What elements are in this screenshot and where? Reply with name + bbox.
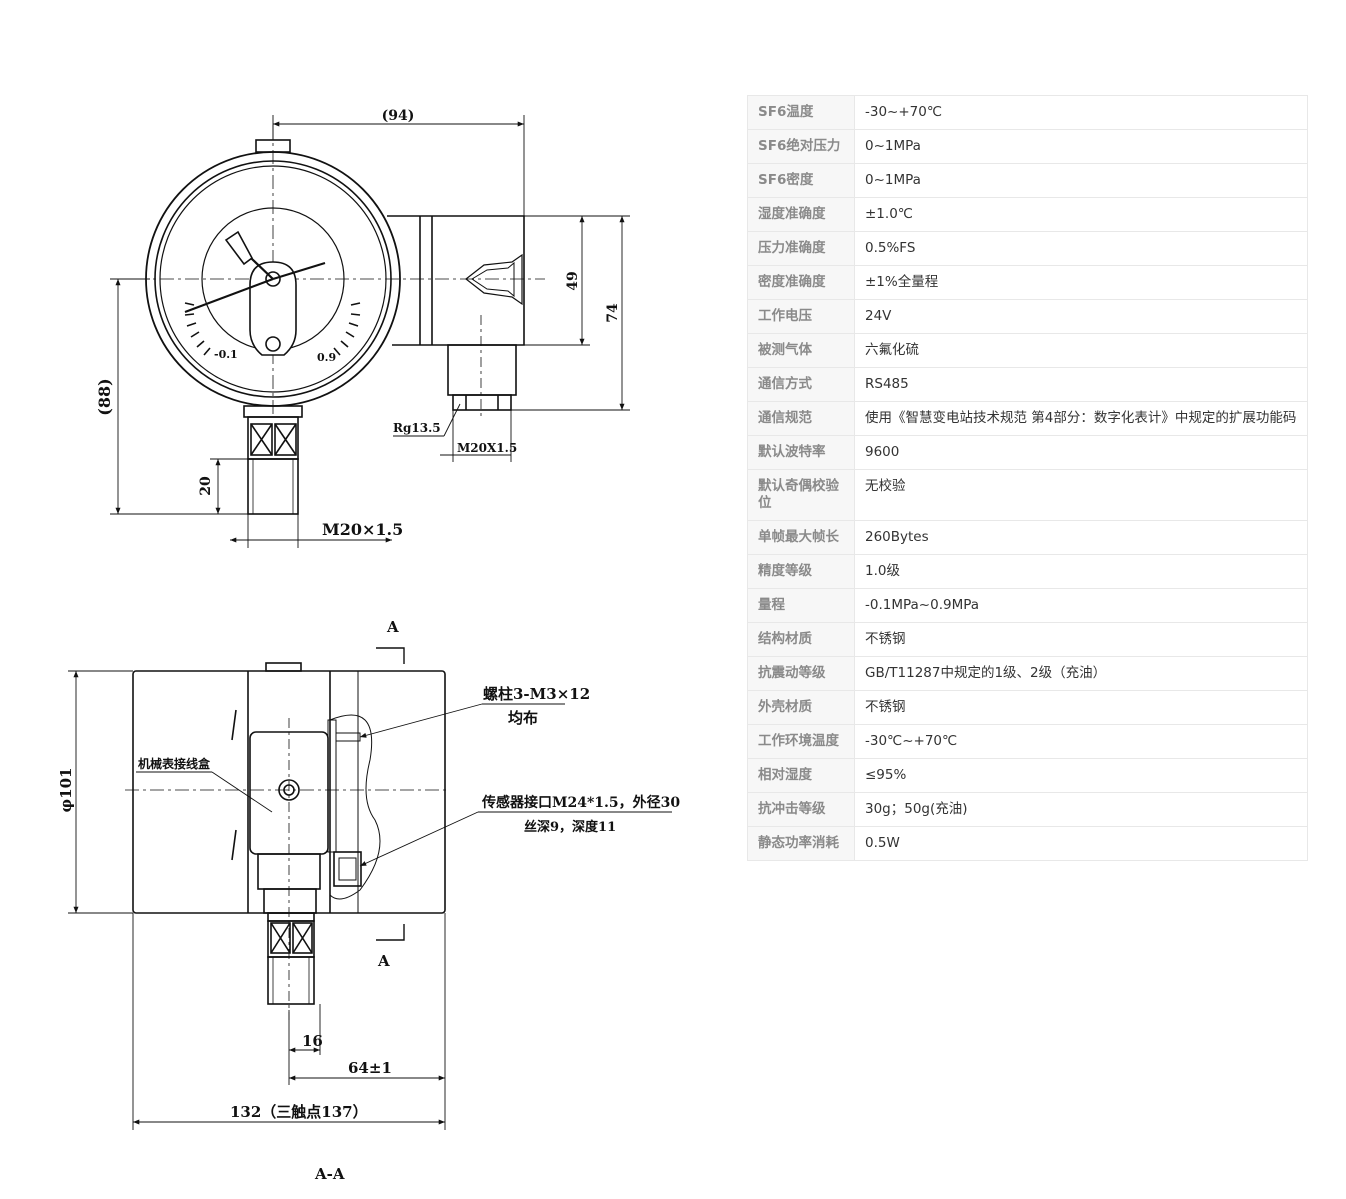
- spec-key: SF6温度: [747, 95, 855, 130]
- spec-value: -0.1MPa~0.9MPa: [854, 588, 1308, 623]
- label-rg13-5: Rg13.5: [393, 421, 441, 435]
- spec-value: 9600: [854, 435, 1308, 470]
- spec-row: SF6温度-30~+70℃: [747, 95, 1308, 130]
- spec-value: 不锈钢: [854, 622, 1308, 657]
- spec-value: -30~+70℃: [854, 95, 1308, 130]
- spec-value: 0~1MPa: [854, 129, 1308, 164]
- spec-value: 无校验: [854, 469, 1308, 521]
- gauge-side-view: [125, 647, 450, 1020]
- scale-min-label: -0.1: [214, 348, 238, 361]
- gauge-front-view: [110, 125, 545, 515]
- spec-key: 抗冲击等级: [747, 792, 855, 827]
- dim-49: 49: [565, 271, 581, 290]
- label-thread-depth: 丝深9，深度11: [524, 819, 616, 835]
- spec-value: ≤95%: [854, 758, 1308, 793]
- spec-key: 工作电压: [747, 299, 855, 334]
- side-dimensions: [68, 670, 672, 1130]
- spec-key: 默认奇偶校验位: [747, 469, 855, 521]
- label-stud-evenly: 均布: [508, 709, 538, 727]
- scale-ticks: [184, 302, 361, 356]
- dim-64: 64±1: [348, 1059, 392, 1077]
- spec-value: 六氟化硫: [854, 333, 1308, 368]
- dim-88: (88): [95, 378, 114, 415]
- dim-74: 74: [605, 303, 621, 323]
- spec-value: ±1.0℃: [854, 197, 1308, 232]
- spec-key: 相对湿度: [747, 758, 855, 793]
- dim-94: (94): [382, 108, 415, 124]
- label-m20x1-5-small: M20X1.5: [457, 441, 517, 455]
- spec-value: 不锈钢: [854, 690, 1308, 725]
- spec-value: 0.5%FS: [854, 231, 1308, 266]
- spec-key: 被测气体: [747, 333, 855, 368]
- spec-row: 默认奇偶校验位无校验: [747, 469, 1308, 521]
- spec-value: RS485: [854, 367, 1308, 402]
- spec-row: 被测气体六氟化硫: [747, 333, 1308, 368]
- spec-key: 通信方式: [747, 367, 855, 402]
- spec-row: 湿度准确度±1.0℃: [747, 197, 1308, 232]
- spec-key: SF6绝对压力: [747, 129, 855, 164]
- side-dimension-labels: A A φ101 螺柱3-M3×12 均布 机械表接线盒 传感器接口M24*1.…: [57, 618, 680, 1183]
- spec-row: 密度准确度±1%全量程: [747, 265, 1308, 300]
- spec-key: 抗震动等级: [747, 656, 855, 691]
- spec-key: 结构材质: [747, 622, 855, 657]
- technical-drawing: (94) (88) 49 74 20 Rg13.5 M20X1.5 M20×1.…: [57, 108, 680, 1183]
- dim-16: 16: [302, 1032, 323, 1050]
- spec-row: 结构材质不锈钢: [747, 622, 1308, 657]
- spec-value: 24V: [854, 299, 1308, 334]
- spec-value: 使用《智慧变电站技术规范 第4部分：数字化表计》中规定的扩展功能码: [854, 401, 1308, 436]
- spec-key: 默认波特率: [747, 435, 855, 470]
- spec-key: 单帧最大帧长: [747, 520, 855, 555]
- label-m20x1-5: M20×1.5: [322, 520, 403, 539]
- scale-max-label: 0.9: [317, 351, 336, 364]
- spec-key: 外壳材质: [747, 690, 855, 725]
- spec-key: SF6密度: [747, 163, 855, 198]
- label-stud: 螺柱3-M3×12: [483, 685, 590, 703]
- spec-key: 压力准确度: [747, 231, 855, 266]
- section-a-top: A: [386, 618, 399, 636]
- bottom-section-mark: A-A: [314, 1165, 345, 1183]
- spec-key: 精度等级: [747, 554, 855, 589]
- spec-key: 量程: [747, 588, 855, 623]
- spec-value: GB/T11287中规定的1级、2级（充油）: [854, 656, 1308, 691]
- label-sensor-port: 传感器接口M24*1.5，外径30: [481, 794, 680, 811]
- spec-row: 相对湿度≤95%: [747, 758, 1308, 793]
- dim-20: 20: [198, 476, 214, 496]
- spec-value: ±1%全量程: [854, 265, 1308, 300]
- label-junction-box: 机械表接线盒: [138, 756, 211, 771]
- spec-value: 0~1MPa: [854, 163, 1308, 198]
- spec-value: 260Bytes: [854, 520, 1308, 555]
- section-a-bottom: A: [377, 952, 390, 970]
- spec-value: 1.0级: [854, 554, 1308, 589]
- spec-key: 湿度准确度: [747, 197, 855, 232]
- spec-key: 静态功率消耗: [747, 826, 855, 861]
- spec-key: 通信规范: [747, 401, 855, 436]
- spec-row: 通信规范使用《智慧变电站技术规范 第4部分：数字化表计》中规定的扩展功能码: [747, 401, 1308, 436]
- spec-key: 密度准确度: [747, 265, 855, 300]
- spec-key: 工作环境温度: [747, 724, 855, 759]
- spec-row: 外壳材质不锈钢: [747, 690, 1308, 725]
- dim-phi101: φ101: [57, 768, 75, 813]
- top-dimension-labels: (94) (88) 49 74 20 Rg13.5 M20X1.5 M20×1.…: [95, 108, 621, 539]
- spec-value: 30g；50g(充油): [854, 792, 1308, 827]
- spec-value: -30℃~+70℃: [854, 724, 1308, 759]
- spec-row: 工作环境温度-30℃~+70℃: [747, 724, 1308, 759]
- spec-value: 0.5W: [854, 826, 1308, 861]
- spec-row: 量程-0.1MPa~0.9MPa: [747, 588, 1308, 623]
- top-dimensions: [110, 115, 630, 548]
- dim-132: 132（三触点137）: [230, 1103, 368, 1121]
